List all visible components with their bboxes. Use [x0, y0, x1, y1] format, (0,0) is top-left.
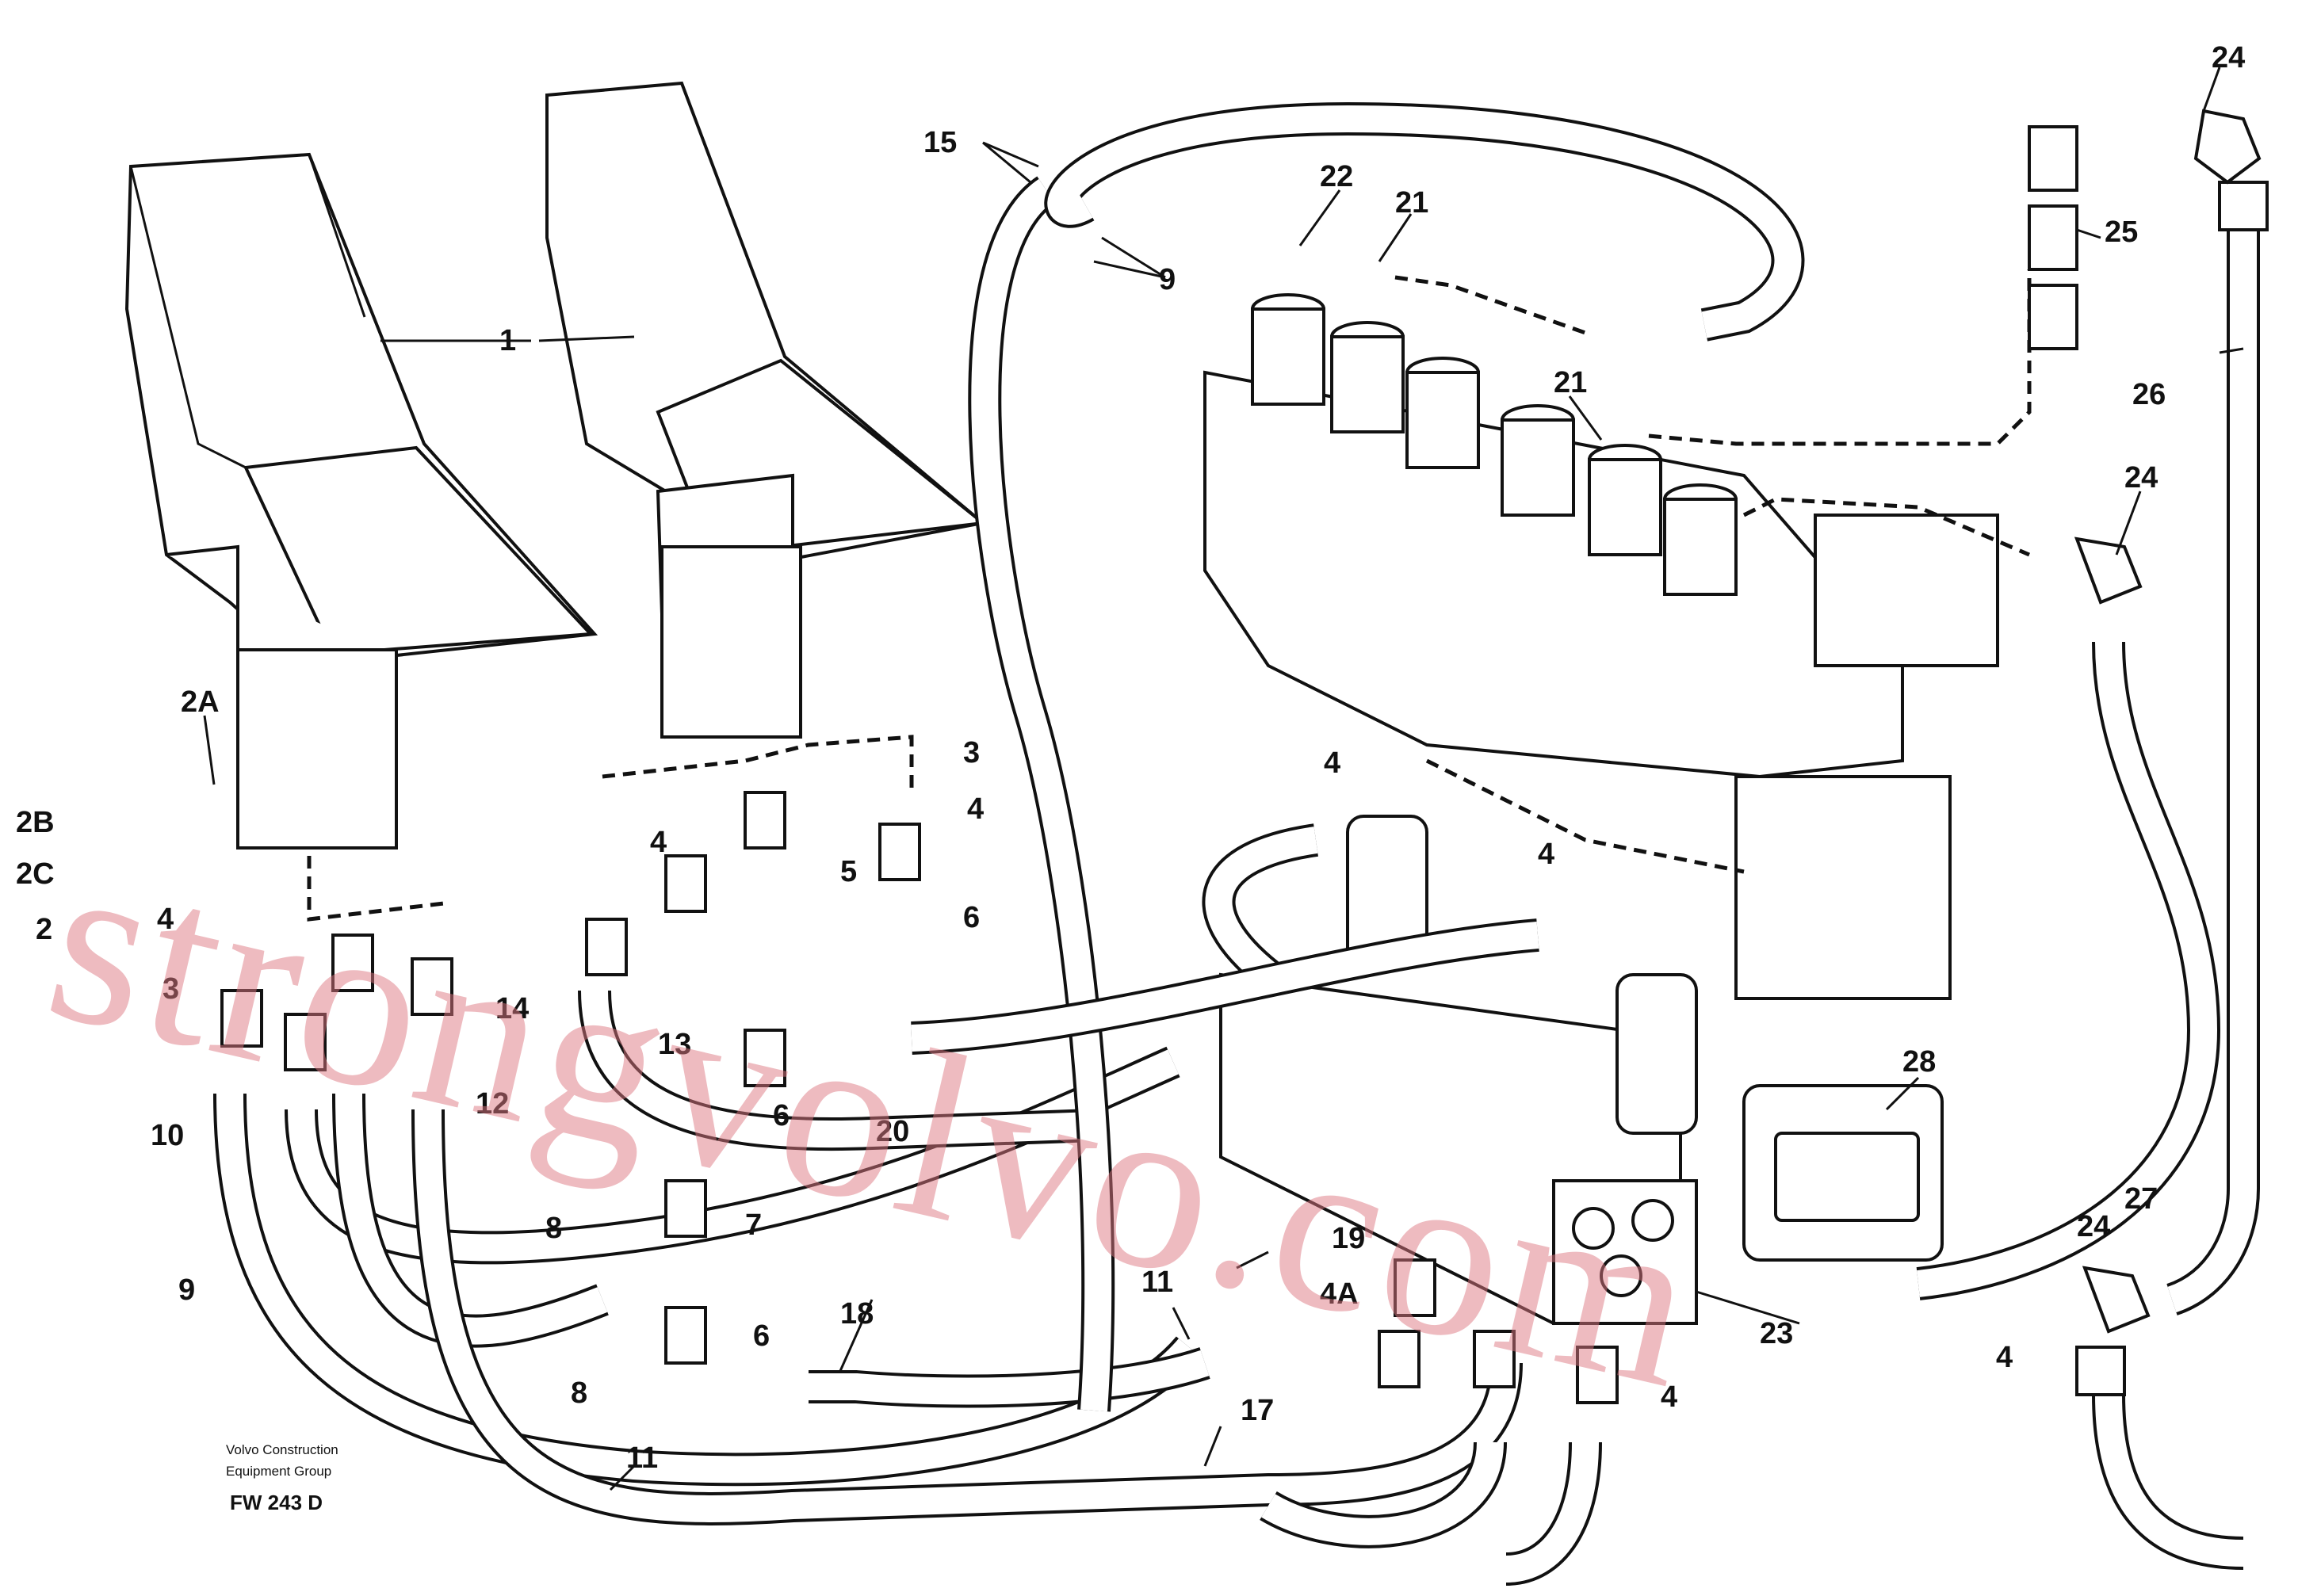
pedal-right	[545, 81, 987, 739]
callout-17: 17	[1241, 1394, 1274, 1427]
callout-13: 13	[658, 1028, 691, 1061]
callout-23: 23	[1760, 1317, 1793, 1350]
callout-21b: 21	[1554, 366, 1587, 399]
callout-20: 20	[876, 1115, 909, 1148]
callout-9b: 9	[178, 1273, 195, 1307]
callout-22: 22	[1320, 160, 1353, 193]
callout-14: 14	[495, 992, 529, 1025]
callout-24a: 24	[2212, 41, 2245, 74]
callout-28: 28	[1902, 1045, 1936, 1079]
callout-2A: 2A	[181, 685, 220, 719]
callout-5: 5	[840, 855, 857, 888]
callout-labels: 1 2A 2B 2C 2 3 3 4 4 4 4 4 4 4 4A 5 6 6 …	[16, 41, 2245, 1475]
callout-2: 2	[36, 913, 52, 946]
footer-company-line2: Equipment Group	[226, 1464, 331, 1479]
fittings	[220, 109, 2269, 1404]
hose-network	[213, 101, 2260, 1586]
callout-8b: 8	[571, 1376, 587, 1410]
leader-lines	[203, 67, 2244, 1491]
callout-6c: 6	[753, 1319, 770, 1353]
callout-4a: 4	[157, 903, 174, 936]
valve-block-upper	[1203, 293, 1999, 1000]
callout-9a: 9	[1159, 263, 1176, 296]
valve-block-lower	[1219, 815, 1944, 1326]
callout-7: 7	[745, 1208, 762, 1242]
callout-11b: 11	[626, 1441, 658, 1475]
footer-company-line1: Volvo Construction	[226, 1442, 338, 1457]
callout-19: 19	[1332, 1222, 1365, 1255]
callout-4e: 4	[1538, 838, 1554, 871]
callout-4f: 4	[1661, 1380, 1677, 1414]
callout-4b: 4	[650, 826, 667, 859]
callout-27: 27	[2124, 1182, 2158, 1216]
callout-18: 18	[840, 1297, 874, 1331]
pedal-left	[124, 152, 598, 850]
callout-2C: 2C	[16, 857, 55, 891]
callout-10: 10	[151, 1119, 184, 1152]
callout-6b: 6	[773, 1099, 790, 1132]
callout-1: 1	[499, 324, 516, 357]
footer-block: Volvo Construction Equipment Group FW 24…	[226, 1442, 338, 1514]
callout-25: 25	[2105, 216, 2138, 249]
callout-15: 15	[923, 126, 957, 159]
callout-26: 26	[2132, 378, 2166, 411]
callout-3b: 3	[963, 736, 980, 769]
callout-4g: 4	[1996, 1341, 2013, 1374]
callout-12: 12	[476, 1087, 509, 1121]
callout-4A: 4A	[1320, 1277, 1359, 1311]
callout-11a: 11	[1141, 1266, 1173, 1299]
callout-24b: 24	[2124, 461, 2158, 494]
callout-24c: 24	[2077, 1210, 2110, 1243]
callout-8a: 8	[545, 1212, 562, 1245]
dashed-connections	[307, 269, 2032, 922]
callout-6a: 6	[963, 901, 980, 934]
callout-4d: 4	[1324, 746, 1340, 780]
callout-4c: 4	[967, 792, 984, 826]
callout-3a: 3	[163, 972, 179, 1006]
footer-drawing-code: FW 243 D	[230, 1491, 323, 1514]
callout-21a: 21	[1395, 186, 1428, 220]
callout-2B: 2B	[16, 806, 55, 839]
